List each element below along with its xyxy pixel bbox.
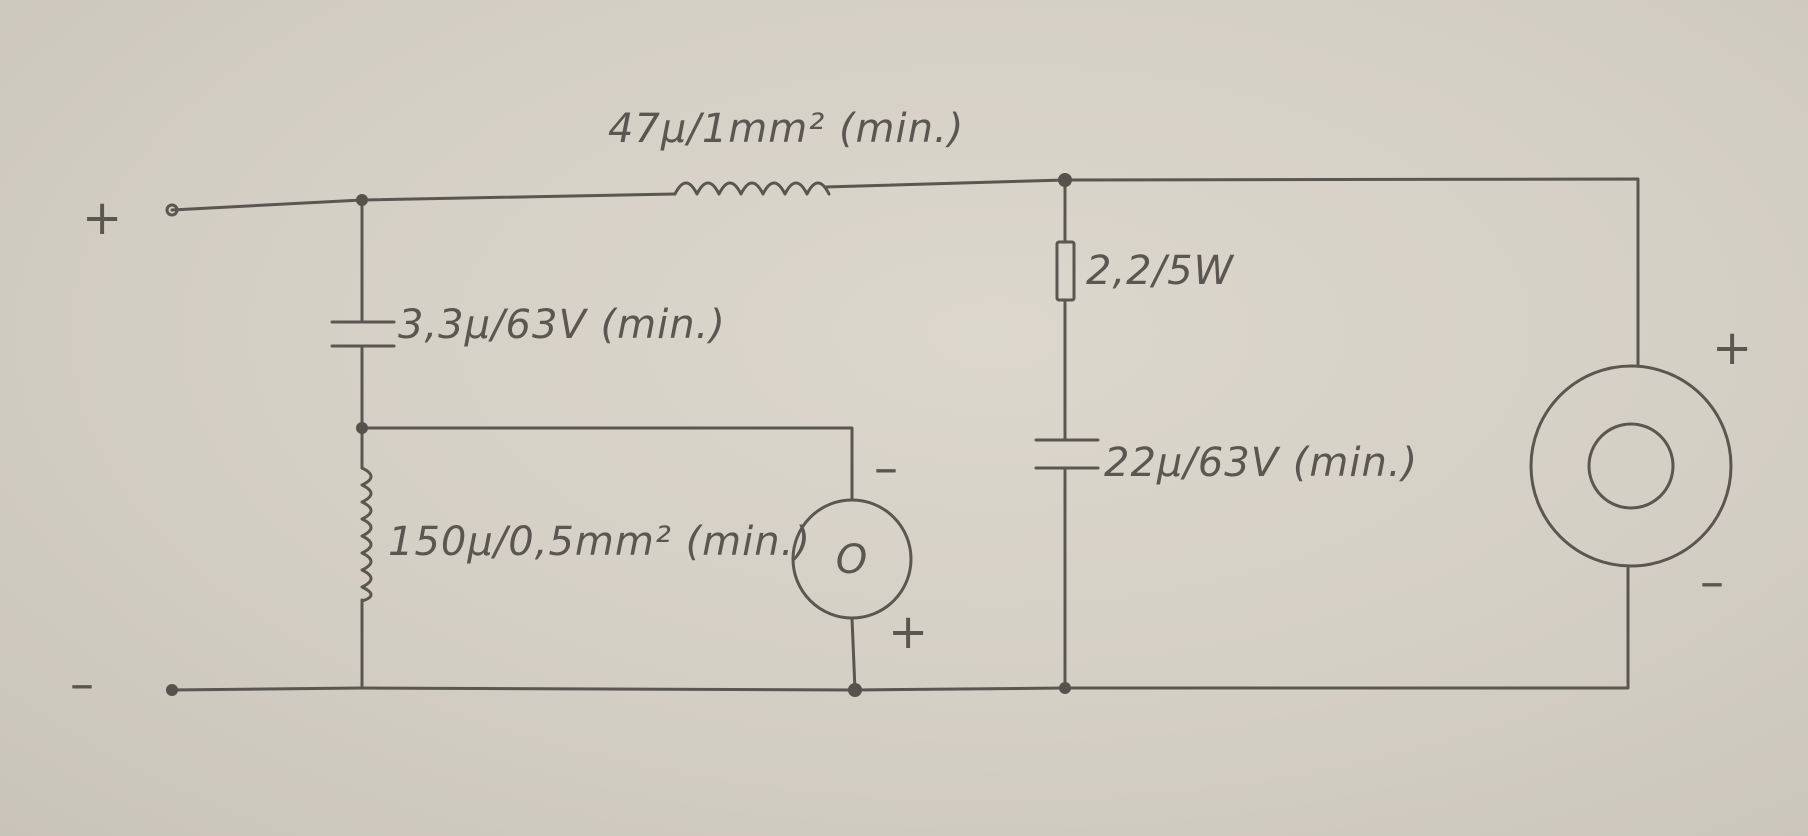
label-series-inductor: 47µ/1mm² (min.)	[608, 106, 964, 152]
label-rc-capacitor: 22µ/63V (min.)	[1104, 440, 1418, 486]
resistor-symbol	[1055, 240, 1076, 302]
small-meter-plus-sign: +	[888, 604, 928, 660]
input-minus-terminal	[166, 684, 178, 696]
large-meter-minus-sign: –	[1700, 554, 1724, 610]
wire-top-left	[170, 192, 677, 212]
shunt-inductor-coil	[360, 466, 373, 603]
label-resistor: 2,2/5W	[1086, 248, 1235, 294]
junction-bottom-right	[1059, 682, 1071, 694]
large-meter-inner-ring	[1587, 422, 1675, 510]
series-inductor-coil	[673, 181, 831, 196]
small-meter-symbol	[791, 498, 913, 620]
small-meter-minus-sign: –	[874, 440, 898, 496]
large-meter-outer-ring	[1529, 364, 1733, 568]
wire-top-right	[823, 177, 1640, 368]
wire-small-meter-bottom	[850, 616, 857, 692]
input-plus-sign: +	[82, 190, 122, 246]
wire-bottom	[170, 564, 1630, 692]
shunt-capacitor-symbol	[330, 320, 396, 348]
input-plus-terminal	[165, 203, 179, 217]
junction-top-left	[356, 194, 368, 206]
small-meter-letter: O	[836, 537, 868, 583]
junction-bottom-meter	[848, 683, 862, 697]
label-shunt-capacitor: 3,3µ/63V (min.)	[398, 302, 726, 348]
label-shunt-inductor: 150µ/0,5mm² (min.)	[388, 519, 811, 565]
junction-top-right	[1058, 173, 1072, 187]
input-minus-sign: –	[70, 656, 94, 712]
large-meter-plus-sign: +	[1712, 320, 1752, 376]
wire-to-small-meter	[360, 426, 854, 502]
junction-mid-left	[356, 422, 368, 434]
rc-capacitor-symbol	[1034, 438, 1100, 470]
